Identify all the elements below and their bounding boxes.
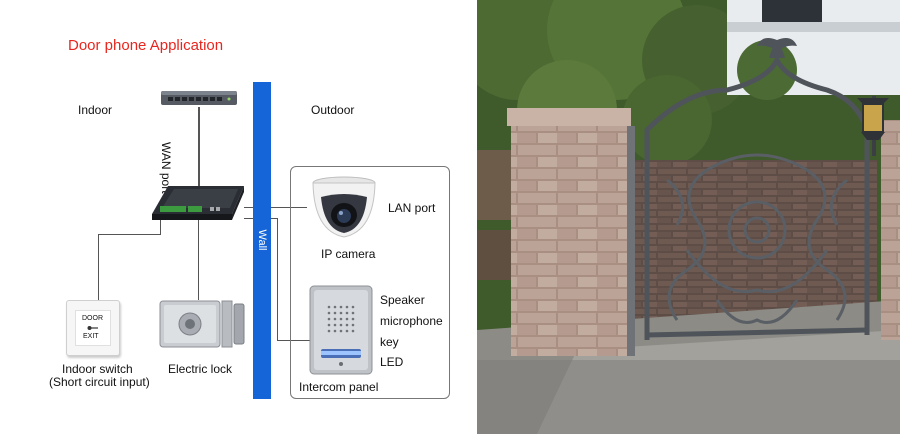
switch-cable-top bbox=[160, 212, 161, 234]
intercom-panel-icon bbox=[309, 285, 373, 375]
feature-speaker: Speaker bbox=[380, 293, 425, 307]
lan-port-label: LAN port bbox=[388, 201, 436, 215]
intercom-cable-bottom bbox=[277, 340, 311, 341]
indoor-label: Indoor bbox=[78, 103, 113, 117]
ip-camera-icon bbox=[312, 176, 376, 238]
controller-box-icon bbox=[152, 186, 244, 220]
indoor-switch-sublabel: (Short circuit input) bbox=[49, 375, 150, 389]
key-icon bbox=[87, 326, 98, 330]
outdoor-label: Outdoor bbox=[311, 103, 355, 117]
switch-cable-vertical bbox=[98, 234, 99, 300]
indoor-switch-label: Indoor switch bbox=[62, 362, 133, 376]
diagram-title: Door phone Application bbox=[68, 37, 224, 54]
feature-microphone: microphone bbox=[380, 314, 443, 328]
lan-cable bbox=[244, 207, 307, 208]
ip-camera-label: IP camera bbox=[321, 247, 376, 261]
intercom-cable-vertical bbox=[277, 218, 278, 340]
gate-photo bbox=[477, 0, 900, 434]
exit-button-icon: DOOR EXIT bbox=[66, 300, 120, 356]
switch-cable-horizontal bbox=[98, 234, 161, 235]
wan-cable bbox=[198, 107, 200, 189]
network-switch-icon bbox=[161, 91, 237, 105]
wall-bar bbox=[253, 82, 271, 399]
intercom-panel-label: Intercom panel bbox=[299, 380, 379, 394]
electric-lock-label: Electric lock bbox=[168, 362, 233, 376]
door-phone-diagram: Door phone Application Indoor Outdoor WA… bbox=[49, 37, 450, 399]
feature-key: key bbox=[380, 335, 399, 349]
exit-button-text-door: DOOR bbox=[82, 315, 103, 322]
exit-button-text-exit: EXIT bbox=[83, 333, 99, 340]
feature-led: LED bbox=[380, 355, 404, 369]
lock-cable bbox=[198, 218, 199, 300]
electric-lock-icon bbox=[159, 300, 245, 348]
outdoor-devices-frame bbox=[290, 166, 450, 399]
wall-label: Wall bbox=[256, 229, 268, 251]
